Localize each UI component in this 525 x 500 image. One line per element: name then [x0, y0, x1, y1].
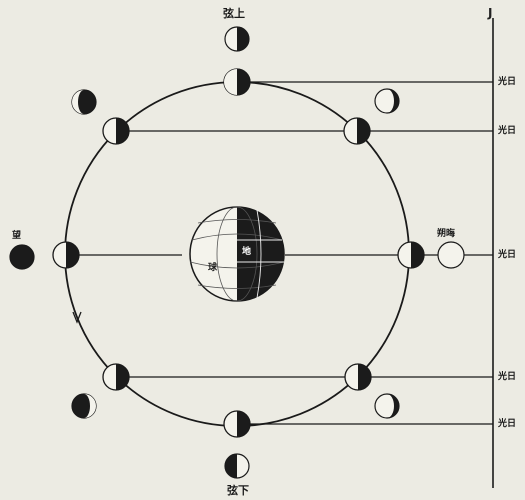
sunlight-label-5: 光日 [498, 418, 516, 430]
moon-orbit-bottom-right [345, 364, 371, 390]
sunlight-label-2: 光日 [498, 125, 516, 137]
label-full-moon: 望 [12, 230, 21, 242]
label-earth-right: 地 [242, 246, 251, 258]
moon-view-waning-gibbous [72, 394, 96, 418]
moon-view-full [10, 245, 34, 269]
moon-orbit-bottom [224, 411, 250, 437]
moon-orbit-bottom-left [103, 364, 129, 390]
sunlight-label-4: 光日 [498, 371, 516, 383]
sun-marker: J [488, 6, 492, 20]
moon-view-waxing-gibbous [72, 90, 96, 114]
moon-view-waxing-crescent [375, 89, 399, 113]
label-last-quarter: 弦下 [227, 485, 249, 497]
moon-orbit-left [53, 242, 79, 268]
moon-orbit-top [224, 69, 250, 95]
label-earth-left: 球 [208, 262, 217, 274]
moon-orbit-top-right [344, 118, 370, 144]
moon-view-waning-crescent [375, 394, 399, 418]
moon-orbit-right [398, 242, 424, 268]
sunlight-label-3: 光日 [498, 249, 516, 261]
moon-view-first-quarter [225, 27, 249, 51]
moon-view-last-quarter [225, 454, 249, 478]
label-first-quarter: 弦上 [223, 8, 245, 20]
moon-view-new [438, 242, 464, 268]
sunlight-label-1: 光日 [498, 76, 516, 88]
moon-orbit-top-left [103, 118, 129, 144]
label-new-moon: 朔晦 [437, 228, 455, 240]
earth [190, 207, 284, 301]
